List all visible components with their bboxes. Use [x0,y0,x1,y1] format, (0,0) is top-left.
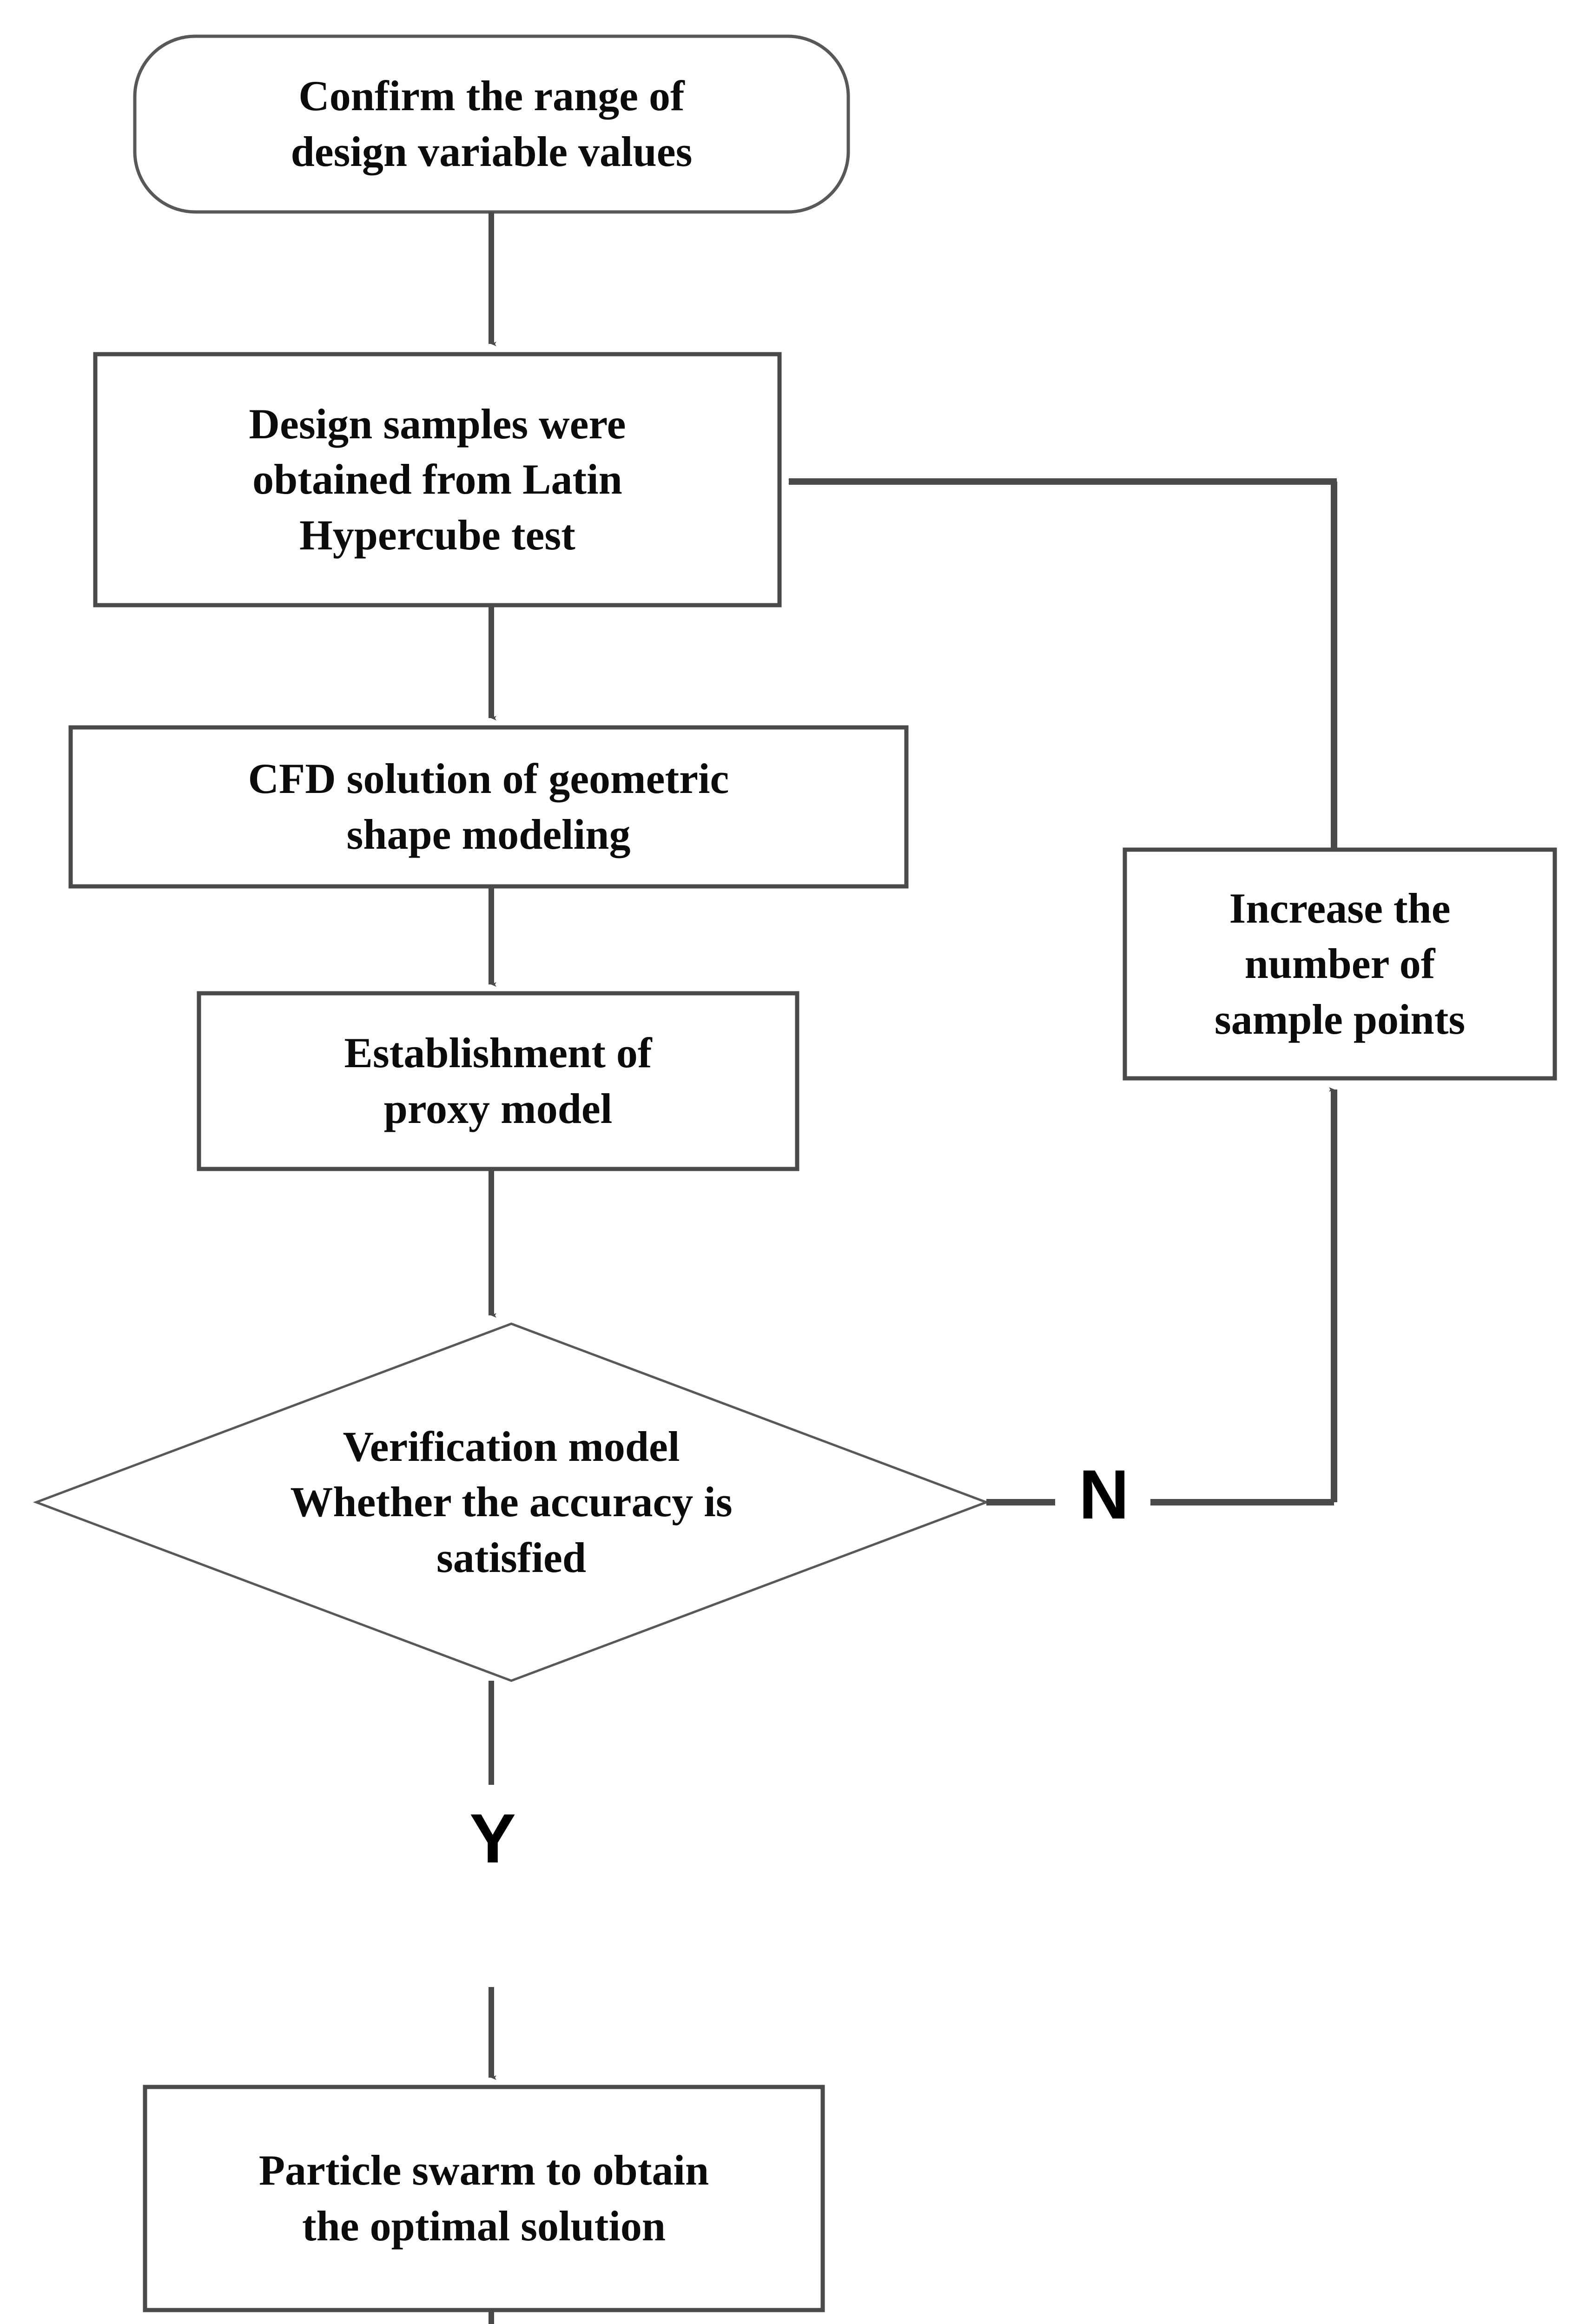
node-shape-cfd-solution [68,725,909,889]
branch-label-no: N [1078,1455,1129,1533]
branch-label-yes: Y [469,1799,516,1877]
node-shape-proxy-model [197,991,799,1171]
node-shape-latin-hypercube [93,352,782,607]
node-shape-verification-decision [33,1322,990,1682]
node-shape-increase-samples [1123,847,1557,1081]
node-shape-start [133,34,850,214]
node-shape-particle-swarm [143,2085,825,2312]
